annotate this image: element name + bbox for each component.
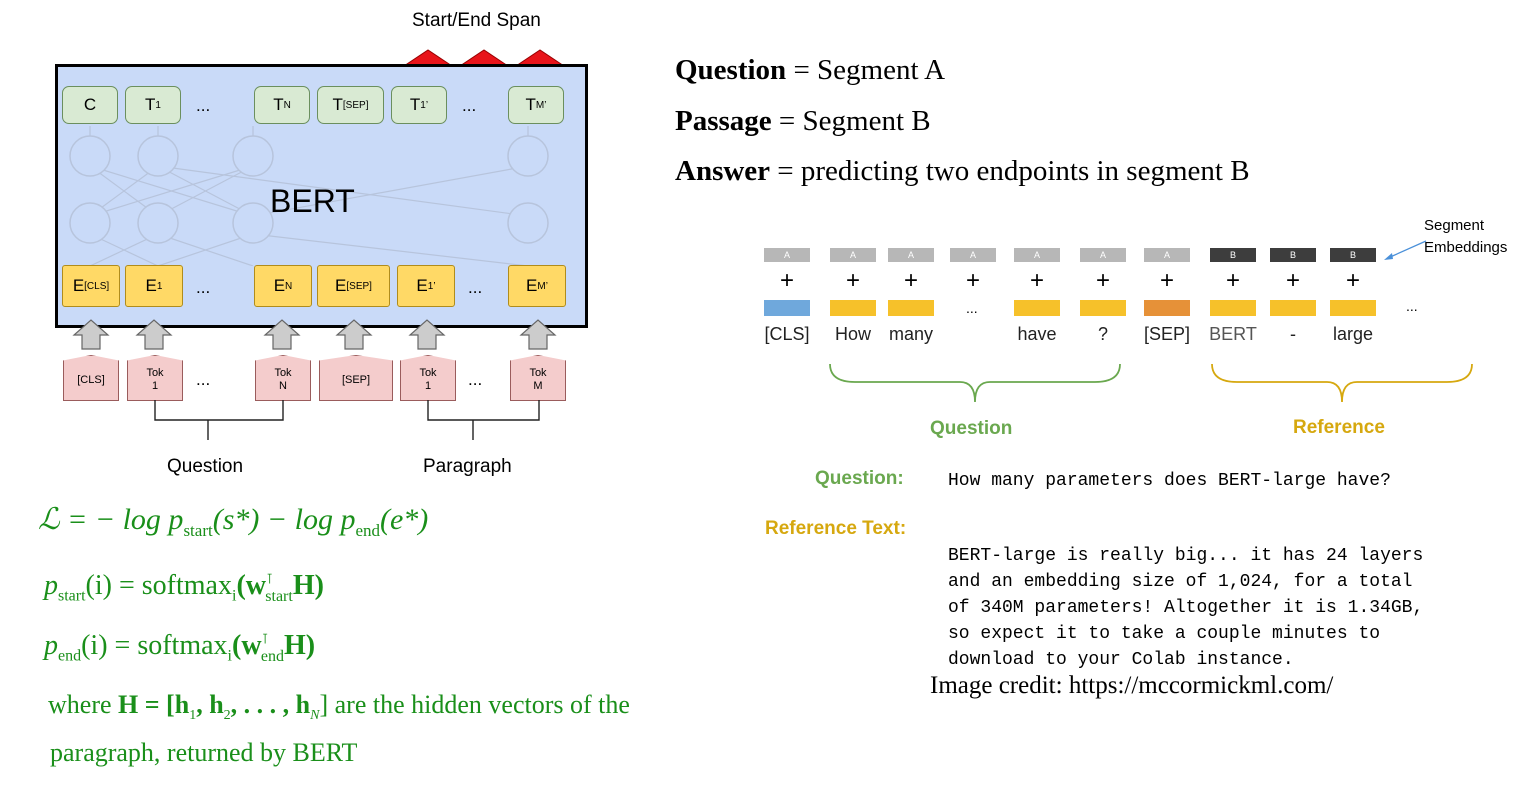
grey-arrow-icon [72, 319, 110, 350]
token-bar-sep [1144, 300, 1190, 316]
plus-sign: + [1029, 267, 1044, 294]
input-ellipsis: ... [196, 370, 211, 389]
token-word: have [1017, 324, 1057, 344]
loss-formula: ℒ = − log pstart(s*) − log pend(e*) [38, 503, 429, 540]
output-token-tsep: T[SEP] [317, 86, 384, 124]
question-label: Question [167, 456, 244, 477]
paragraph-label: Paragraph [423, 456, 512, 477]
token-bar [1014, 300, 1060, 316]
reference-example-label: Reference Text: [765, 518, 907, 539]
question-definition: Question = Segment A [675, 54, 946, 86]
bert-label: BERT [270, 183, 355, 219]
network-lines [69, 126, 549, 266]
token-bar [888, 300, 934, 316]
token-ellipsis: ... [966, 300, 978, 316]
output-ellipsis: ... [462, 96, 477, 115]
token-word: [CLS] [764, 324, 810, 344]
token-bar [1330, 300, 1376, 316]
segment-a-label: A [1080, 248, 1126, 262]
token-word: - [1290, 324, 1296, 344]
input-brackets [154, 400, 540, 440]
segment-b-label: B [1270, 248, 1316, 262]
image-credit: Image credit: https://mccormickml.com/ [930, 672, 1334, 699]
answer-definition: Answer = predicting two endpoints in seg… [675, 155, 1250, 187]
plus-sign: + [1095, 267, 1110, 294]
grey-arrow-icon [519, 319, 557, 350]
question-group-label: Question [930, 418, 1013, 439]
token-bar [830, 300, 876, 316]
segment-a-label: A [888, 248, 934, 262]
segment-b-label: B [1330, 248, 1376, 262]
where-text: where H = [h1, h2, . . . , hN] are the h… [48, 690, 630, 724]
note-pointer [1384, 240, 1427, 260]
plus-sign: + [779, 267, 794, 294]
reference-example-text: BERT-large is really big... it has 24 la… [948, 546, 1424, 670]
group-braces [829, 363, 1473, 403]
segment-a-label: A [1014, 248, 1060, 262]
token-word: many [888, 324, 933, 344]
embedding-ellipsis: ... [468, 278, 483, 297]
embedding-sep: E[SEP] [317, 265, 390, 307]
segment-b-label: B [1210, 248, 1256, 262]
segment-a-label: A [764, 248, 810, 262]
token-bar [1210, 300, 1256, 316]
pstart-formula: pstart(i) = softmaxi(w⊺startH) [44, 570, 324, 605]
output-ellipsis: ... [196, 96, 211, 115]
token-bar-cls [764, 300, 810, 316]
token-word: large [1332, 324, 1374, 344]
plus-sign: + [1225, 267, 1240, 294]
plus-sign: + [845, 267, 860, 294]
segment-embeddings-note: Segment Embeddings [1424, 217, 1508, 256]
output-token-c: C [62, 86, 118, 124]
grey-arrow-icon [335, 319, 373, 350]
plus-sign: + [1285, 267, 1300, 294]
token-bar [1270, 300, 1316, 316]
token-word: [SEP] [1143, 324, 1191, 344]
segment-a-label: A [950, 248, 996, 262]
trailing-ellipsis: ... [1406, 298, 1418, 314]
grey-arrow-icon [135, 319, 173, 350]
top-label: Start/End Span [412, 10, 541, 31]
input-arrows [72, 319, 557, 350]
embedding-cls: E[CLS] [62, 265, 120, 307]
question-example-label: Question: [815, 468, 904, 489]
reference-group-label: Reference [1293, 417, 1385, 438]
token-word: BERT [1209, 324, 1257, 344]
token-word: How [834, 324, 871, 344]
grey-arrow-icon [408, 319, 446, 350]
segment-a-label: A [1144, 248, 1190, 262]
input-token-cls: [CLS] [63, 355, 119, 401]
question-example-text: How many parameters does BERT-large have… [948, 471, 1391, 491]
input-token-sep: [SEP] [319, 355, 393, 401]
pend-formula: pend(i) = softmaxi(w⊺endH) [44, 630, 316, 665]
embedding-ellipsis: ... [196, 278, 211, 297]
segment-a-label: A [830, 248, 876, 262]
passage-definition: Passage = Segment B [675, 105, 931, 137]
input-ellipsis: ... [468, 370, 483, 389]
plus-sign: + [1345, 267, 1360, 294]
plus-sign: + [1159, 267, 1174, 294]
plus-sign: + [903, 267, 918, 294]
token-word: ? [1097, 324, 1108, 344]
token-bar [1080, 300, 1126, 316]
plus-sign: + [965, 267, 980, 294]
where-text-line2: paragraph, returned by BERT [50, 738, 358, 767]
grey-arrow-icon [263, 319, 301, 350]
